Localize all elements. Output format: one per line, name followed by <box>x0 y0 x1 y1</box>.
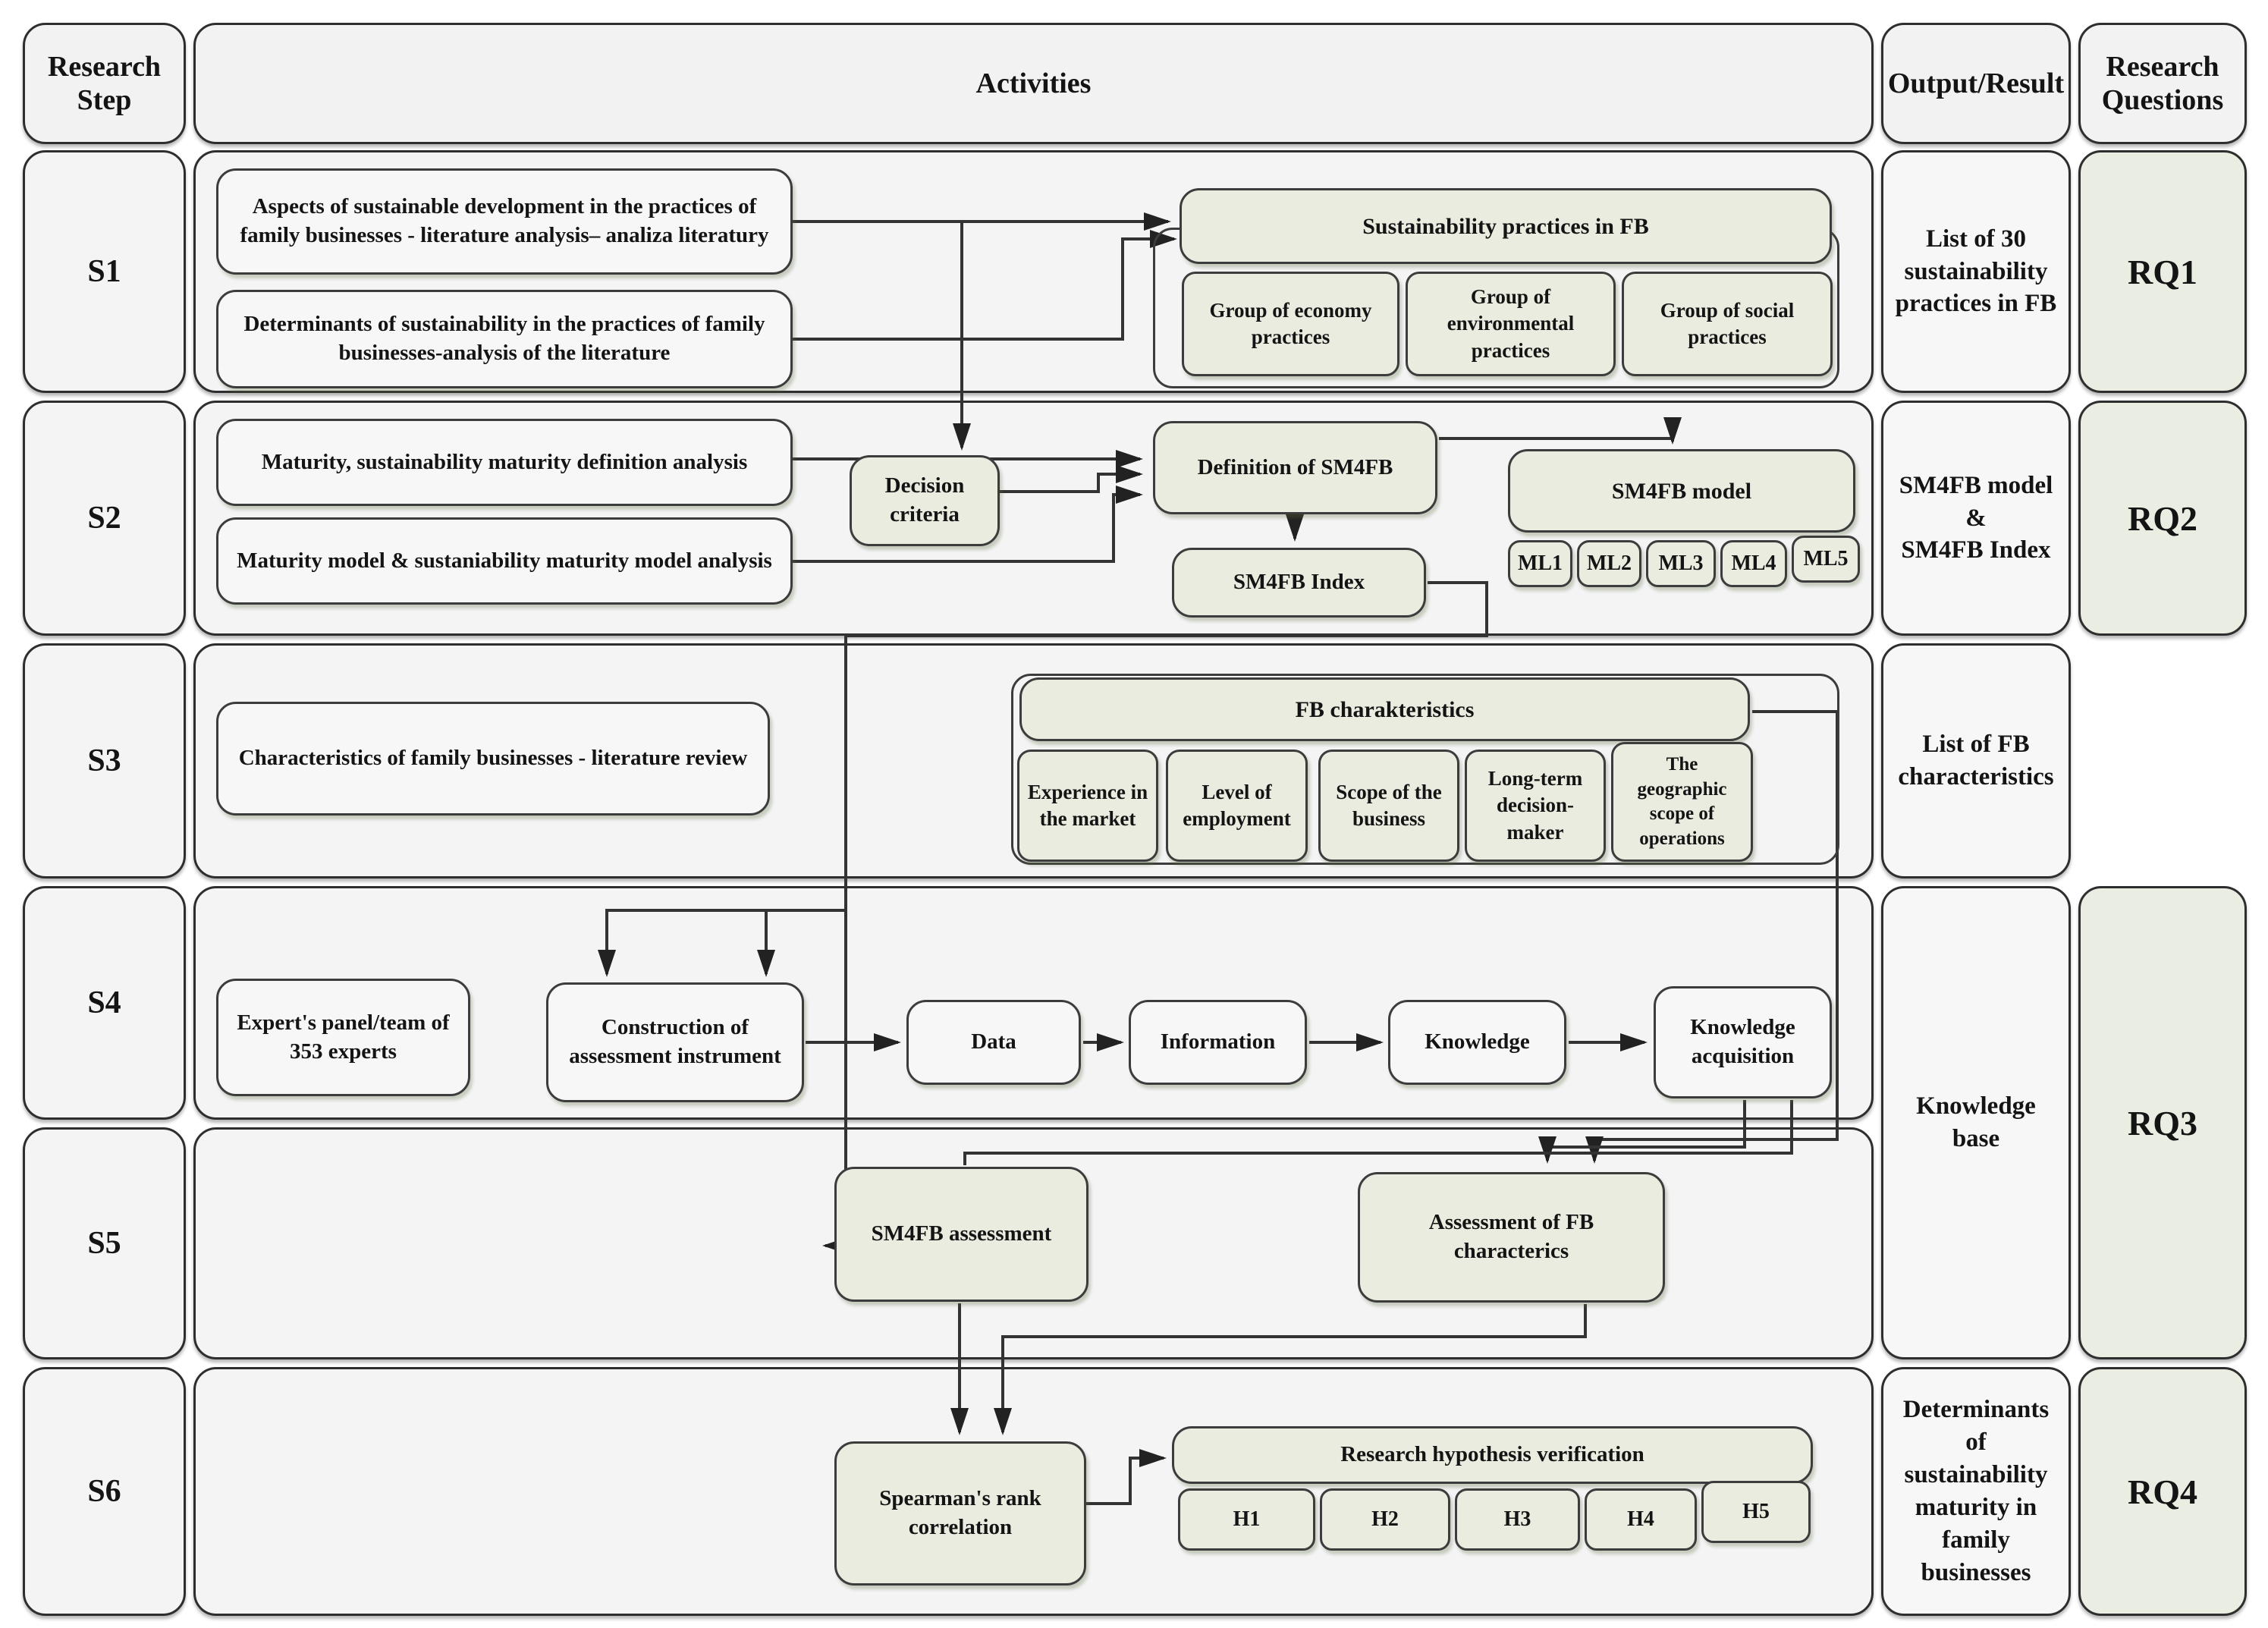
header-activities: Activities <box>193 23 1874 144</box>
node-h2: H2 <box>1320 1488 1450 1551</box>
fb-characteristics-group-frame <box>1011 674 1839 865</box>
node-char-level-of-employment: Level of employment <box>1166 750 1308 862</box>
node-assessment-of-fb-characterics: Assessment of FB characterics <box>1358 1172 1665 1303</box>
node-data: Data <box>906 1000 1081 1085</box>
rq1-cell: RQ1 <box>2078 150 2247 393</box>
node-group-economy-practices: Group of economy practices <box>1182 272 1399 376</box>
header-output-result: Output/Result <box>1881 23 2071 144</box>
node-group-social-practices: Group of social practices <box>1622 272 1833 376</box>
node-sm4fb-model-title: SM4FB model <box>1508 449 1855 533</box>
node-hypothesis-verification-title: Research hypothesis verification <box>1172 1426 1813 1484</box>
node-group-environmental-practices: Group of environmental practices <box>1406 272 1616 376</box>
node-char-experience-in-market: Experience in the market <box>1017 750 1158 862</box>
step-label-s5: S5 <box>23 1127 186 1359</box>
node-knowledge-acquisition: Knowledge acquisition <box>1654 986 1832 1098</box>
node-sustainability-practices-title: Sustainability practices in FB <box>1180 188 1832 264</box>
output-s6: Determinants of sustainability maturity … <box>1881 1367 2071 1616</box>
step-label-s4: S4 <box>23 886 186 1120</box>
node-ml5: ML5 <box>1792 536 1860 583</box>
node-experts-panel: Expert's panel/team of 353 experts <box>216 979 470 1096</box>
node-sm4fb-assessment: SM4FB assessment <box>834 1167 1088 1302</box>
node-ml4: ML4 <box>1720 540 1787 587</box>
output-s2-lines: SM4FB model & SM4FB Index <box>1899 470 2053 567</box>
step-label-s1: S1 <box>23 150 186 393</box>
rq3-cell: RQ3 <box>2078 886 2247 1359</box>
node-maturity-model-analysis: Maturity model & sustaniability maturity… <box>216 517 793 605</box>
output-s2: SM4FB model & SM4FB Index <box>1881 401 2071 636</box>
rq4-cell: RQ4 <box>2078 1367 2247 1616</box>
output-s4-s5: Knowledge base <box>1881 886 2071 1359</box>
node-information: Information <box>1129 1000 1307 1085</box>
node-definition-of-sm4fb: Definition of SM4FB <box>1153 421 1437 514</box>
step-label-s3: S3 <box>23 643 186 878</box>
node-fb-characteristics-title: FB charakteristics <box>1019 677 1750 741</box>
node-decision-criteria: Decision criteria <box>850 455 1000 546</box>
node-knowledge: Knowledge <box>1388 1000 1566 1085</box>
node-h1: H1 <box>1178 1488 1315 1551</box>
node-h5: H5 <box>1701 1481 1811 1543</box>
node-h3: H3 <box>1455 1488 1580 1551</box>
node-h4: H4 <box>1585 1488 1697 1551</box>
node-construction-assessment-instrument: Construction of assessment instrument <box>546 982 804 1102</box>
node-determinants-literature-analysis: Determinants of sustainability in the pr… <box>216 290 793 388</box>
step-label-s2: S2 <box>23 401 186 636</box>
output-s2-line3: SM4FB Index <box>1901 536 2051 564</box>
node-spearman-rank-correlation: Spearman's rank correlation <box>834 1441 1086 1586</box>
node-maturity-definition-analysis: Maturity, sustainability maturity defini… <box>216 419 793 506</box>
output-s3: List of FB characteristics <box>1881 643 2071 878</box>
step-label-s6: S6 <box>23 1367 186 1616</box>
node-sustainable-development-analysis: Aspects of sustainable development in th… <box>216 168 793 275</box>
output-s2-line1: SM4FB model <box>1899 471 2053 499</box>
node-ml1: ML1 <box>1508 540 1572 587</box>
node-ml2: ML2 <box>1577 540 1641 587</box>
node-char-long-term-decision-maker: Long-term decision-maker <box>1465 750 1606 862</box>
header-research-step: Research Step <box>23 23 186 144</box>
node-sm4fb-index: SM4FB Index <box>1172 548 1426 618</box>
node-ml3: ML3 <box>1646 540 1716 587</box>
output-s1: List of 30 sustainability practices in F… <box>1881 150 2071 393</box>
node-fb-characteristics-literature-review: Characteristics of family businesses - l… <box>216 702 770 816</box>
node-char-scope-of-business: Scope of the business <box>1318 750 1459 862</box>
node-char-geographic-scope: The geographic scope of operations <box>1611 742 1753 862</box>
rq2-cell: RQ2 <box>2078 401 2247 636</box>
header-research-questions: Research Questions <box>2078 23 2247 144</box>
output-s2-line2: & <box>1965 504 1987 532</box>
